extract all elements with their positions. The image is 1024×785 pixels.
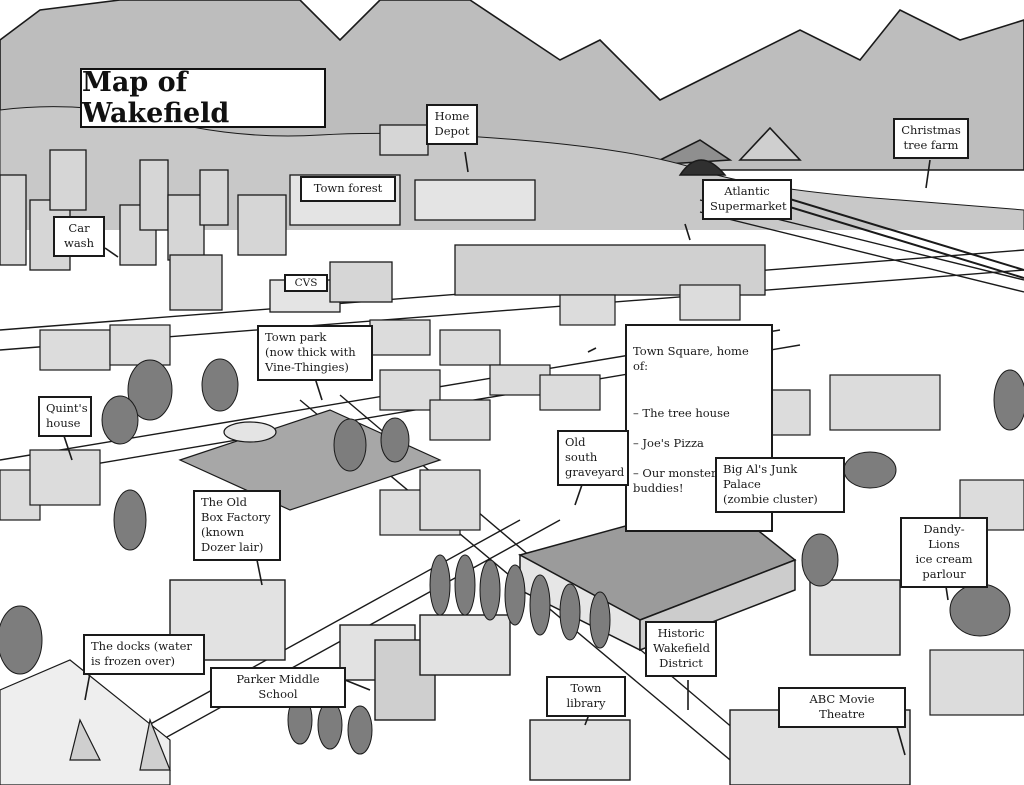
label-cvs-sign: CVS bbox=[284, 274, 328, 292]
label-quints-house: Quint's house bbox=[38, 396, 92, 437]
label-town-library: Town library bbox=[546, 676, 626, 717]
list-item: Our monster buddies! bbox=[633, 466, 765, 496]
label-town-square: Town Square, home of: The tree house Joe… bbox=[625, 324, 773, 532]
label-old-box-factory: The Old Box Factory (known Dozer lair) bbox=[193, 490, 281, 561]
label-old-south-graveyard: Old south graveyard bbox=[557, 430, 629, 486]
label-parker-middle-school: Parker Middle School bbox=[210, 667, 346, 708]
tunnel bbox=[678, 159, 727, 176]
label-historic-wakefield-district: Historic Wakefield District bbox=[645, 621, 717, 677]
town-square-list: The tree house Joe's Pizza Our monster b… bbox=[633, 391, 765, 511]
large-buildings bbox=[169, 579, 911, 785]
label-car-wash: Car wash bbox=[53, 216, 105, 257]
town-square-heading: Town Square, home of: bbox=[633, 344, 749, 373]
label-the-docks: The docks (water is frozen over) bbox=[83, 634, 205, 675]
label-abc-movie-theatre: ABC Movie Theatre bbox=[778, 687, 906, 728]
label-atlantic-supermarket: Atlantic Supermarket bbox=[702, 179, 792, 220]
label-dandy-lions: Dandy-Lions ice cream parlour bbox=[900, 517, 988, 588]
list-item: Joe's Pizza bbox=[633, 436, 765, 451]
map-title: Map of Wakefield bbox=[80, 67, 326, 129]
railroad bbox=[759, 189, 1024, 279]
docks bbox=[0, 659, 171, 785]
label-big-als-junk-palace: Big Al's Junk Palace (zombie cluster) bbox=[715, 457, 845, 513]
label-town-park: Town park (now thick with Vine-Thingies) bbox=[257, 325, 373, 381]
downtown-buildings bbox=[0, 124, 766, 313]
label-christmas-tree-farm: Christmas tree farm bbox=[893, 118, 969, 159]
trees bbox=[0, 358, 1024, 755]
list-item: The tree house bbox=[633, 406, 765, 421]
label-town-forest: Town forest bbox=[300, 176, 396, 202]
label-home-depot: Home Depot bbox=[426, 104, 478, 145]
